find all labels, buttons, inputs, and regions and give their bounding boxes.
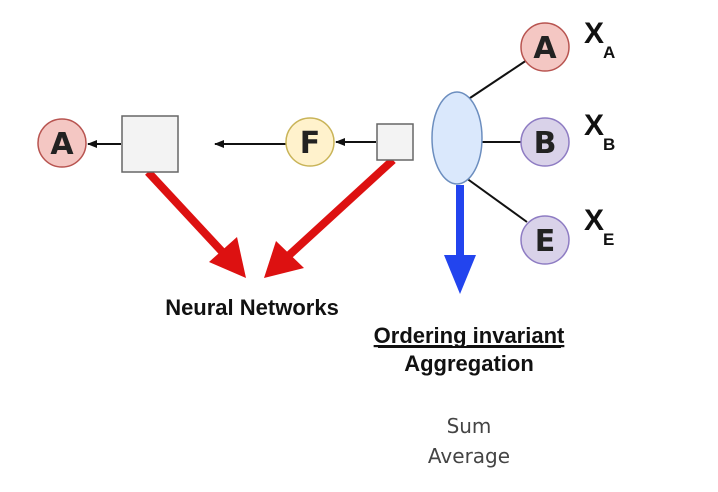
caption-aggregation: Aggregation (404, 351, 534, 376)
node-a-neighbor-label: A (533, 31, 557, 66)
node-b-neighbor-label: B (534, 126, 557, 161)
red-arrow-left (145, 169, 246, 278)
feature-label-xb: X B (584, 109, 615, 154)
small-box (376, 123, 414, 161)
node-e-neighbor (520, 215, 570, 265)
caption-sum: Sum (447, 414, 492, 438)
svg-text:X: X (584, 204, 604, 237)
svg-text:X: X (584, 109, 604, 142)
feature-label-xa: X A (584, 17, 615, 62)
node-e-neighbor-label: E (535, 224, 556, 259)
node-a-left (37, 118, 87, 168)
svg-text:B: B (603, 135, 615, 154)
svg-text:X: X (584, 17, 604, 50)
red-arrow-right (264, 157, 396, 278)
svg-text:E: E (603, 230, 614, 249)
aggregator-ellipse (431, 91, 483, 185)
feature-label-xe: X E (584, 204, 614, 249)
caption-ordering-invariant: Ordering invariant (374, 323, 565, 348)
big-box (121, 115, 179, 173)
caption-average: Average (428, 444, 510, 468)
svg-text:A: A (603, 43, 615, 62)
caption-neural-networks: Neural Networks (165, 295, 339, 320)
node-b-neighbor (520, 117, 570, 167)
node-a-left-label: A (50, 127, 74, 162)
node-f (285, 117, 335, 167)
node-f-label: F (300, 126, 321, 161)
node-a-neighbor (520, 22, 570, 72)
blue-arrow-down (444, 185, 476, 294)
